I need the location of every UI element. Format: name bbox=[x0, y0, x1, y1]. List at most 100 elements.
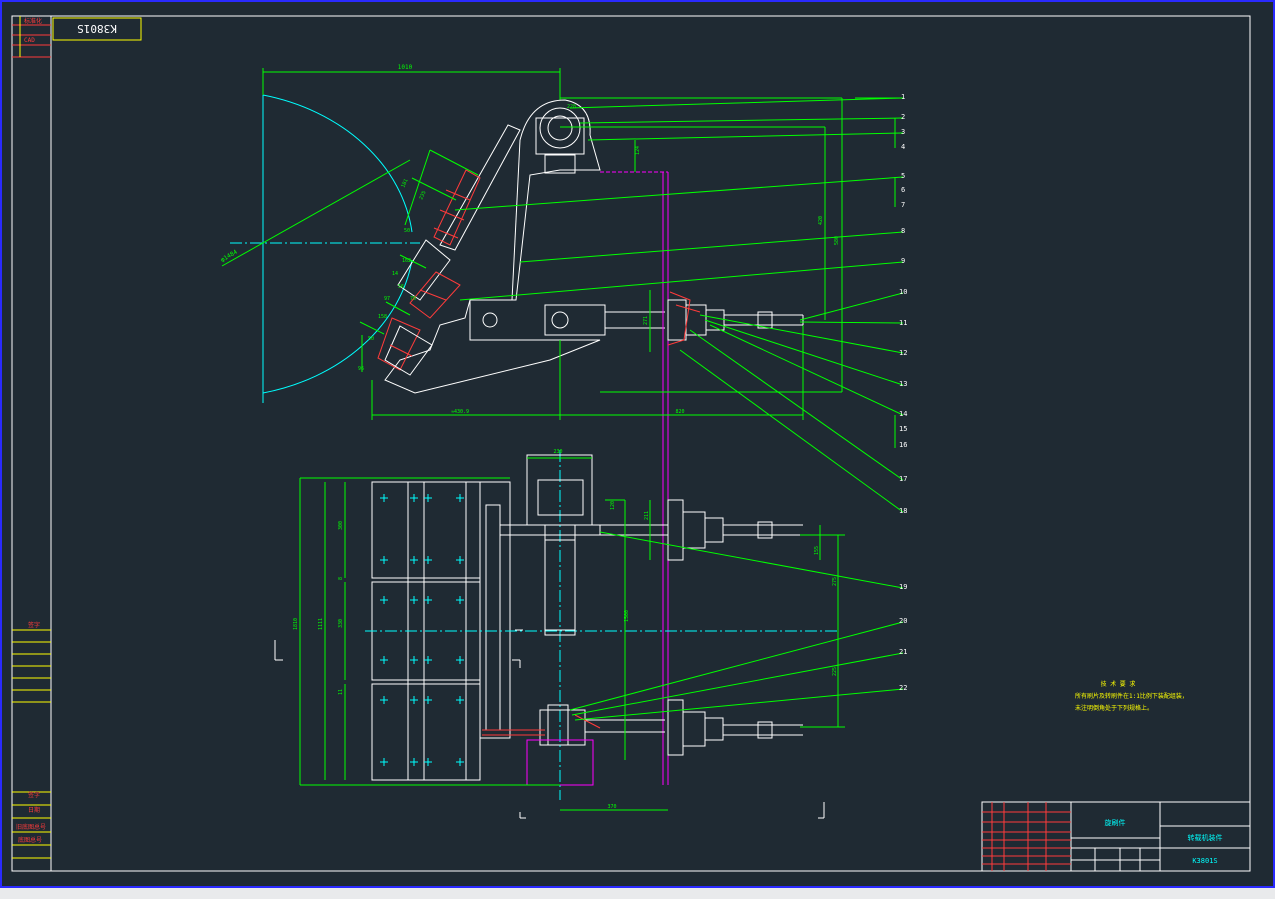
pick-dimensions bbox=[359, 149, 479, 372]
balloon-5: 5 bbox=[901, 172, 905, 180]
svg-text:1500: 1500 bbox=[624, 610, 630, 622]
svg-text:124: 124 bbox=[635, 146, 641, 155]
balloon-12: 12 bbox=[899, 349, 907, 357]
plan-dimensions bbox=[299, 457, 845, 811]
tech-requirements: 技 术 要 求 所有刷片及转刷件在1:1比例下装配组装， 未注明倒角处于下列规格… bbox=[1075, 680, 1188, 712]
svg-text:11: 11 bbox=[338, 689, 344, 695]
balloon-19: 19 bbox=[899, 583, 907, 591]
svg-text:≈430.9: ≈430.9 bbox=[451, 409, 469, 415]
title-code: K3801S bbox=[1192, 857, 1217, 865]
svg-text:275: 275 bbox=[832, 577, 838, 586]
balloon-2: 2 bbox=[901, 113, 905, 121]
balloon-7: 7 bbox=[901, 201, 905, 209]
balloon-10: 10 bbox=[899, 288, 907, 296]
svg-text:230: 230 bbox=[553, 449, 562, 455]
balloon-18: 18 bbox=[899, 507, 907, 515]
balloon-21: 21 bbox=[899, 648, 907, 656]
leader-lines bbox=[454, 97, 904, 721]
cylinder-plan-upper bbox=[600, 499, 803, 561]
drum-radius-line bbox=[221, 159, 411, 267]
svg-text:50: 50 bbox=[368, 336, 374, 342]
balloon-11: 11 bbox=[899, 319, 907, 327]
balloon-1: 1 bbox=[901, 93, 905, 101]
main-arm-body bbox=[384, 99, 665, 394]
dims-right-top bbox=[371, 97, 843, 420]
svg-text:96: 96 bbox=[358, 366, 364, 372]
strip-label-base: 底图总号 bbox=[18, 836, 42, 844]
svg-text:181: 181 bbox=[400, 178, 409, 189]
strip-label-old: 旧底图总号 bbox=[16, 823, 46, 831]
svg-text:155: 155 bbox=[814, 546, 820, 555]
title-block bbox=[981, 801, 1251, 872]
balloon-20: 20 bbox=[899, 617, 907, 625]
balloon-22: 22 bbox=[899, 684, 907, 692]
title-right: 转载机装件 bbox=[1188, 833, 1223, 842]
balloon-8: 8 bbox=[901, 227, 905, 235]
balloon-15: 15 bbox=[899, 425, 907, 433]
lower-bracket-red bbox=[482, 714, 601, 736]
status-bar bbox=[0, 888, 1275, 899]
strip-label-sign1: 签字 bbox=[28, 621, 40, 629]
tech-line-2: 未注明倒角处于下列规格上。 bbox=[1075, 704, 1153, 712]
svg-text:271: 271 bbox=[643, 316, 649, 325]
sheet-border bbox=[11, 15, 1251, 872]
left-strip bbox=[12, 16, 51, 859]
balloon-13: 13 bbox=[899, 380, 907, 388]
cutter-drum-arc bbox=[262, 94, 413, 394]
svg-text:14: 14 bbox=[392, 271, 398, 277]
svg-text:50: 50 bbox=[404, 228, 410, 234]
svg-text:225: 225 bbox=[832, 667, 838, 676]
balloon-16: 16 bbox=[899, 441, 907, 449]
svg-text:70: 70 bbox=[410, 296, 416, 302]
code-rotated: K3801S bbox=[77, 22, 117, 35]
title-main: 旋刷件 bbox=[1105, 818, 1126, 827]
cylinder-plan-lower bbox=[667, 699, 803, 756]
svg-text:158: 158 bbox=[378, 314, 387, 320]
svg-text:580: 580 bbox=[834, 236, 840, 245]
left-strip-labels: 标准化 CAD 签字 旧底图总号 底图总号 签字 日期 bbox=[16, 17, 46, 844]
svg-text:211: 211 bbox=[644, 511, 650, 520]
svg-text:300: 300 bbox=[338, 521, 344, 530]
dim-top-width-text: 1010 bbox=[398, 64, 413, 71]
svg-text:420: 420 bbox=[818, 216, 824, 225]
svg-text:370: 370 bbox=[607, 804, 616, 810]
balloon-6: 6 bbox=[901, 186, 905, 194]
balloon-9: 9 bbox=[901, 257, 905, 265]
svg-text:8: 8 bbox=[338, 577, 344, 580]
strip-label-std: 标准化 bbox=[24, 17, 42, 25]
svg-text:330: 330 bbox=[338, 619, 344, 628]
svg-text:120: 120 bbox=[610, 501, 616, 510]
upper-bracket bbox=[499, 454, 601, 636]
svg-text:235: 235 bbox=[418, 190, 427, 201]
tech-title: 技 术 要 求 bbox=[1101, 680, 1136, 688]
magenta-plate bbox=[600, 171, 669, 785]
svg-text:820: 820 bbox=[675, 409, 684, 415]
svg-text:162: 162 bbox=[402, 258, 411, 264]
tech-line-1: 所有刷片及转刷件在1:1比例下装配组装， bbox=[1075, 692, 1188, 700]
code-box bbox=[52, 17, 142, 41]
svg-text:1111: 1111 bbox=[318, 618, 324, 630]
strip-label-date: 日期 bbox=[28, 806, 40, 814]
strip-label-sign2: 签字 bbox=[28, 791, 40, 799]
pick-holder-group bbox=[377, 124, 521, 376]
strip-label-cad: CAD bbox=[24, 37, 35, 44]
balloon-3: 3 bbox=[901, 128, 905, 136]
dims-right-top-texts: 124 420 580 271 ≈430.9 820 228 bbox=[451, 104, 840, 415]
lower-bracket bbox=[539, 704, 665, 746]
svg-text:97: 97 bbox=[384, 296, 390, 302]
balloon-numbers: 1 2 3 4 5 6 7 8 9 10 11 12 13 14 15 16 1… bbox=[899, 93, 907, 692]
dim-top-width bbox=[262, 68, 561, 100]
balloon-4: 4 bbox=[901, 143, 905, 151]
svg-text:56: 56 bbox=[398, 284, 404, 290]
cylinder-top bbox=[667, 299, 804, 341]
balloon-14: 14 bbox=[899, 410, 907, 418]
svg-text:1810: 1810 bbox=[293, 618, 299, 630]
balloon-17: 17 bbox=[899, 475, 907, 483]
cylinder-top-red bbox=[667, 291, 701, 346]
svg-text:228: 228 bbox=[567, 104, 576, 110]
corner-marks bbox=[274, 640, 825, 819]
plan-dim-texts: 230 1810 1111 300 8 330 11 1500 120 211 … bbox=[293, 449, 838, 810]
plate-markers bbox=[380, 494, 464, 766]
